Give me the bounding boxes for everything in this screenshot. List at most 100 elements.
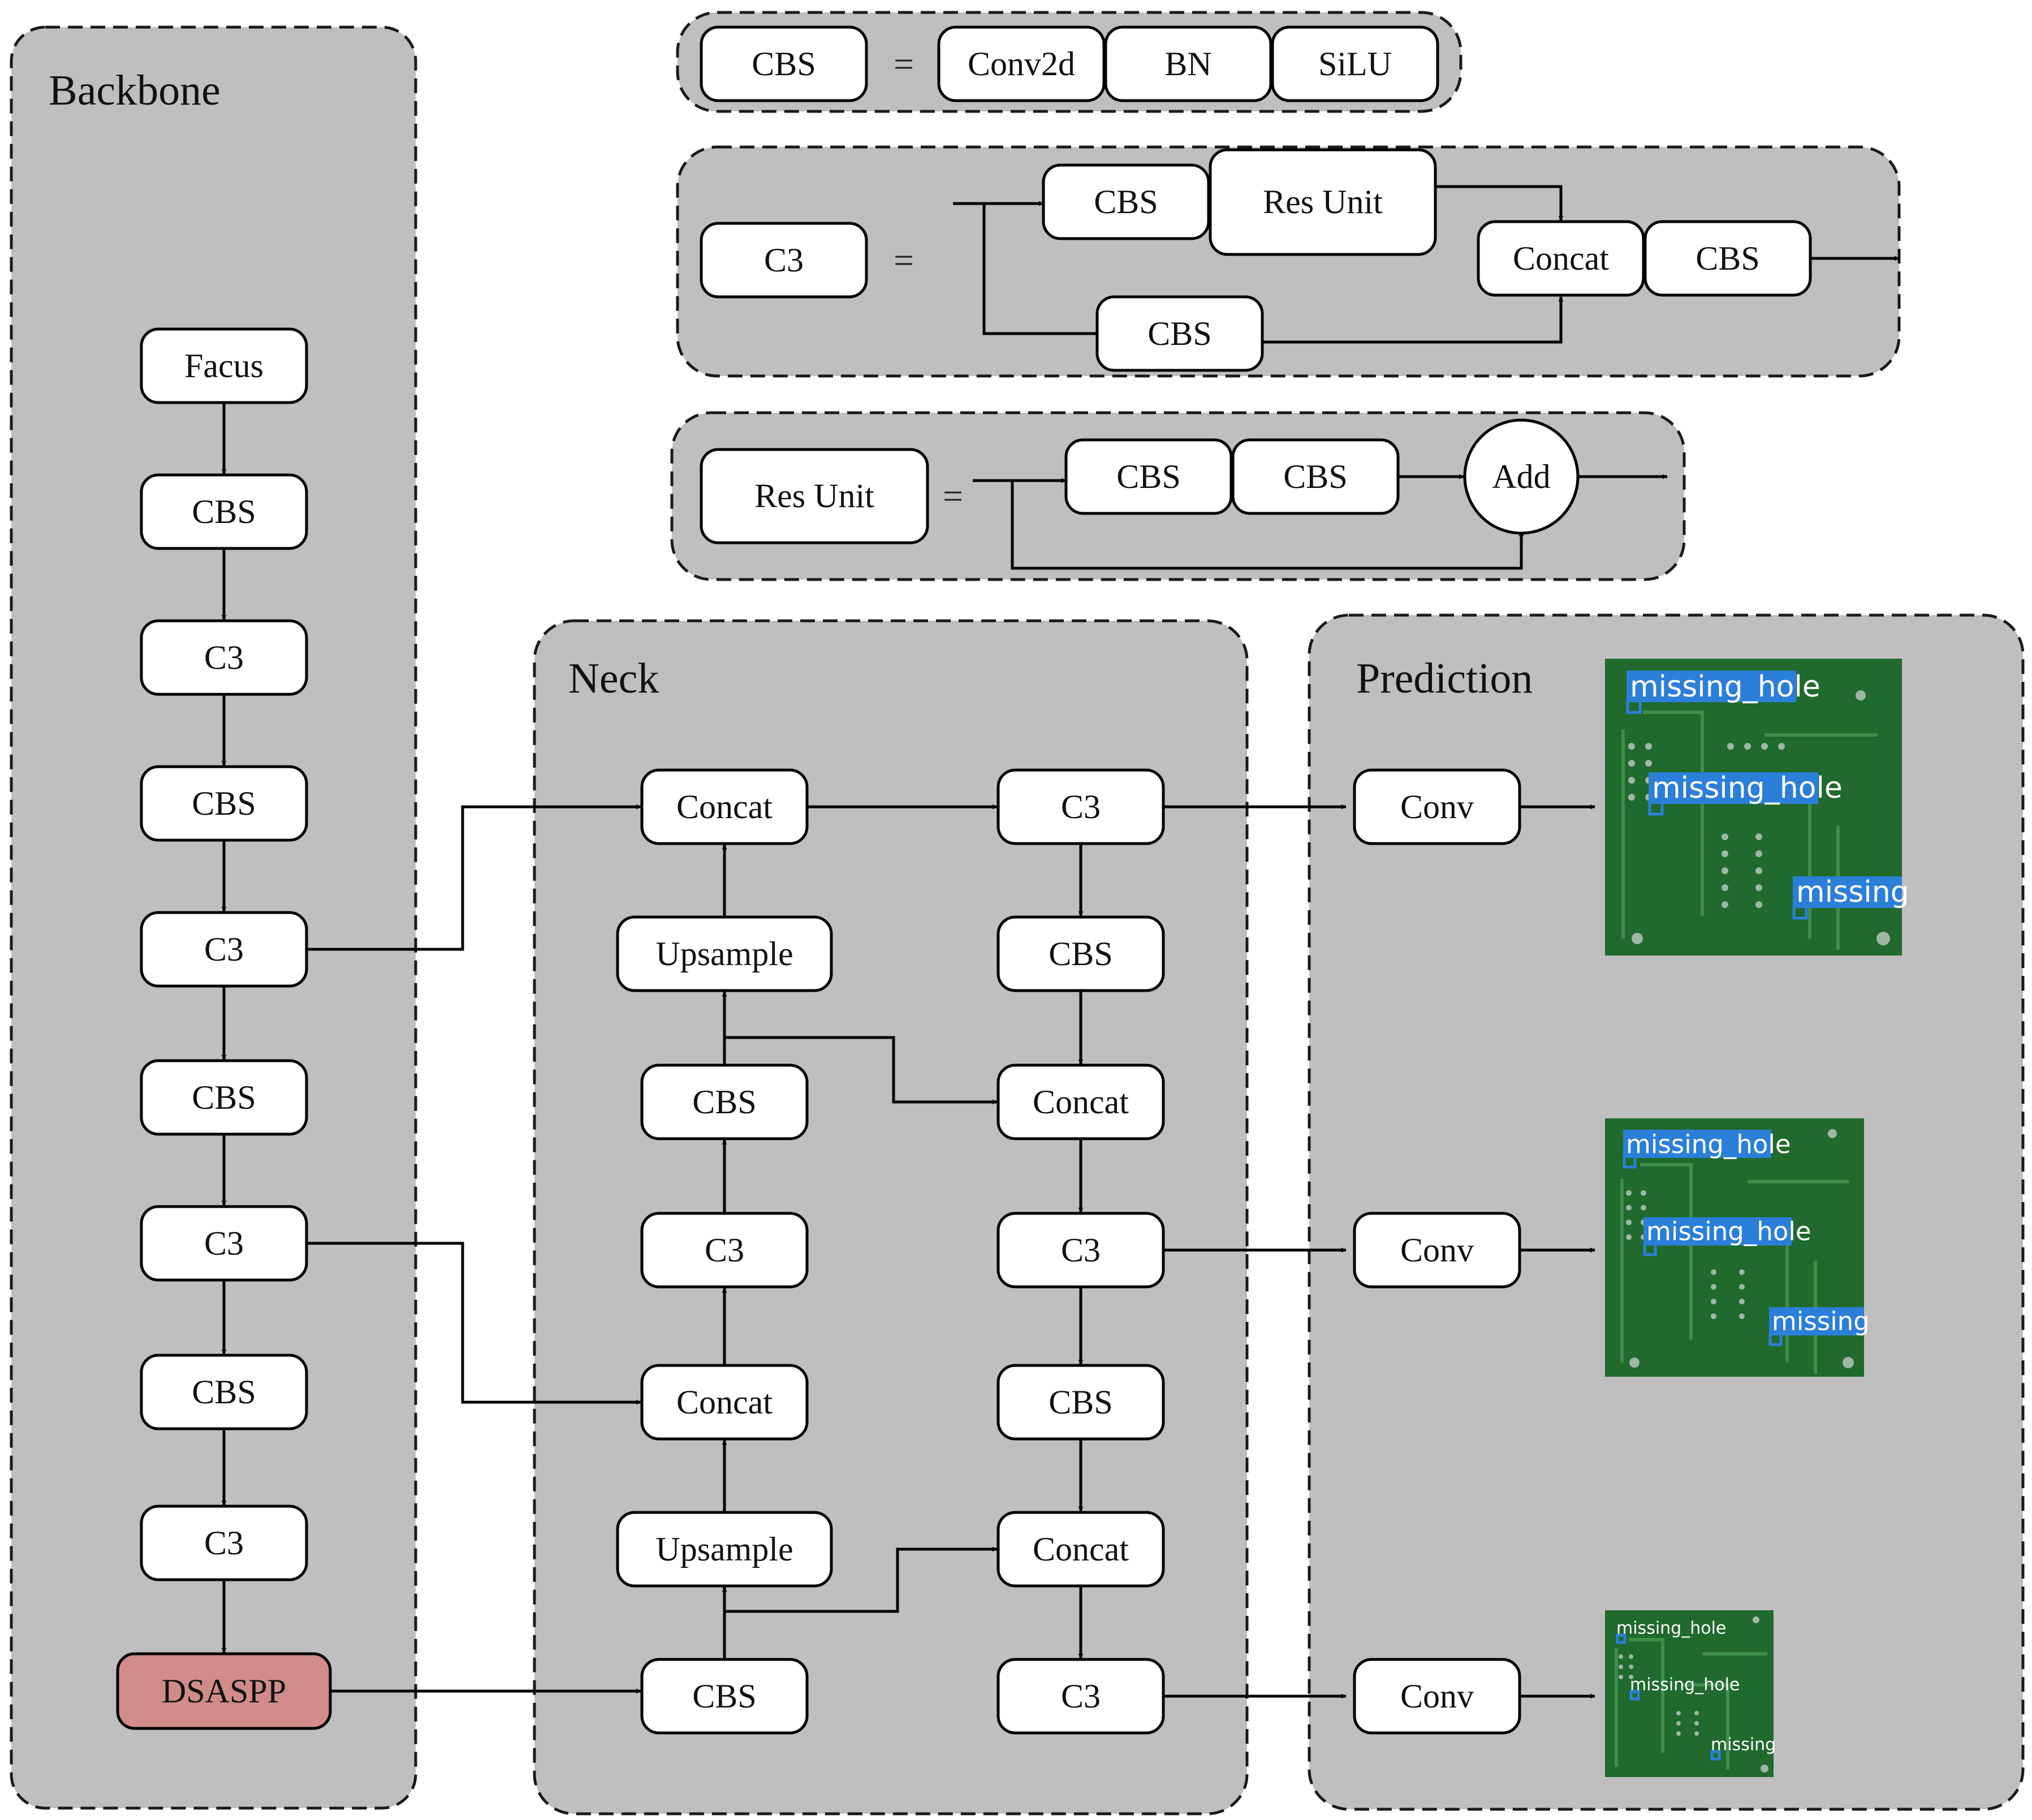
resunit-def-cbs2: CBS (1283, 458, 1347, 495)
detection-label-2a: missing_hole (1626, 1130, 1791, 1160)
neck-upsample-1: Upsample (655, 935, 793, 972)
detection-label-2c: missing (1772, 1307, 1870, 1337)
resunit-def-cbs1-box (1064, 438, 1233, 515)
prediction-conv-2: Conv (1400, 1231, 1474, 1269)
bn-label: BN (1164, 45, 1211, 83)
conv2d-label: Conv2d (968, 45, 1075, 83)
backbone-cbs-2: CBS (192, 785, 256, 822)
c3-def-resunit-box (1209, 148, 1437, 256)
neck-title: Neck (568, 655, 659, 702)
c3-def-cbs-top-box (1042, 163, 1210, 240)
pcb-pads-1 (1628, 690, 1890, 945)
c3-def-cbs-bottom: CBS (1147, 315, 1211, 352)
backbone-column: Facus CBS C3 CBS C3 CBS C3 CBS C3 DSASPP (116, 327, 332, 1730)
pcb-pads-2 (1626, 1129, 1854, 1368)
detection-box-2c (1768, 1332, 1783, 1346)
detection-label-3b: missing_hole (1630, 1675, 1740, 1695)
detection-box-2a (1623, 1155, 1637, 1169)
c3-def-bypass-line (982, 204, 1097, 335)
cbs-def-name: CBS (752, 45, 816, 83)
resunit-def-name: Res Unit (754, 477, 874, 515)
detection-label-1c: missing (1796, 875, 1909, 909)
detection-tag-1c (1793, 876, 1902, 908)
c3-definition: C3 = CBS Res Unit CBS Concat CBS (700, 148, 1900, 372)
backbone-c3-to-neck-concat-2-arrow (307, 1242, 641, 1405)
resunit-def-skip-arrow (1011, 481, 1524, 570)
neck-right-cbs-2: CBS (1049, 1384, 1112, 1421)
prediction-conv-1: Conv (1400, 788, 1474, 825)
c3-def-equals: = (894, 240, 914, 280)
neck-right-concat-1: Concat (1033, 1083, 1129, 1121)
c3-def-concat-box (1477, 220, 1645, 297)
pcb-detection-image-small: missing_hole missing_hole missing (1605, 1610, 1776, 1777)
pcb-traces-3 (1615, 1638, 1767, 1770)
bn-box (1104, 25, 1272, 102)
prediction-heads: Conv Conv Conv (1353, 768, 1595, 1735)
prediction-title: Prediction (1356, 655, 1533, 702)
conv2d-box (937, 25, 1106, 102)
detection-tag-2c (1769, 1307, 1864, 1335)
backbone-c3-to-neck-concat-1-arrow (307, 804, 641, 951)
detection-tag-1b (1649, 772, 1818, 804)
c3-def-name: C3 (764, 241, 804, 279)
neck-right-column: C3 CBS Concat C3 CBS Concat C3 (996, 768, 1165, 1735)
c3-def-resunit: Res Unit (1263, 183, 1383, 221)
resunit-def-cbs1: CBS (1116, 458, 1180, 495)
detection-tag-2a (1623, 1130, 1771, 1158)
cross-connections (307, 804, 1347, 1699)
detection-box-3a (1616, 1633, 1627, 1644)
detection-label-3a: missing_hole (1616, 1619, 1726, 1639)
silu-box (1271, 25, 1439, 102)
cbs-definition: CBS = Conv2d BN SiLU (700, 25, 1439, 102)
detection-label-1a: missing_hole (1630, 670, 1820, 704)
neck-right-cbs-1: CBS (1049, 935, 1112, 972)
backbone-c3-3: C3 (204, 1225, 244, 1262)
cbs-def-equals: = (894, 44, 914, 84)
neck-right-concat-2: Concat (1033, 1531, 1129, 1568)
neck-left-cbs-2: CBS (692, 1678, 756, 1715)
c3-def-name-box (700, 222, 868, 299)
c3-def-cbs-bottom-box (1095, 295, 1264, 372)
neck-left-c3: C3 (705, 1231, 744, 1269)
cbs-def-name-box (700, 25, 868, 102)
neck-left-column: Concat Upsample CBS C3 Concat Upsample C… (616, 768, 833, 1735)
backbone-c3-4: C3 (204, 1524, 244, 1562)
resunit-def-name-box (700, 448, 929, 544)
backbone-facus: Facus (184, 347, 264, 384)
neck-right-c3-1: C3 (1061, 788, 1101, 825)
resunit-definition: Res Unit = CBS CBS Add (700, 418, 1668, 570)
neck-left-concat-2: Concat (676, 1384, 773, 1421)
detection-label-3c: missing (1711, 1735, 1776, 1755)
neck-left-concat-1: Concat (676, 788, 773, 825)
backbone-cbs-1: CBS (192, 493, 256, 530)
pcb-detection-image-medium: missing_hole missing_hole missing (1605, 1118, 1870, 1377)
neck-right-c3-2: C3 (1061, 1231, 1101, 1269)
silu-label: SiLU (1318, 45, 1392, 83)
detection-box-3b (1629, 1690, 1640, 1701)
backbone-c3-1: C3 (204, 639, 244, 676)
resunit-def-add: Add (1492, 458, 1550, 495)
backbone-cbs-4: CBS (192, 1373, 256, 1411)
detection-label-2b: missing_hole (1646, 1217, 1811, 1247)
detection-tag-1a (1627, 671, 1796, 702)
detection-box-2b (1643, 1242, 1657, 1256)
prediction-conv-3: Conv (1400, 1678, 1474, 1715)
c3-def-concat: Concat (1513, 240, 1609, 277)
neck-cbs-to-right-concat-1-arrow (724, 1036, 998, 1105)
backbone-dsaspp: DSASPP (162, 1672, 286, 1710)
detection-tag-2b (1643, 1217, 1792, 1246)
c3-def-cbs-tail: CBS (1696, 240, 1759, 277)
c3-def-bottom-to-concat-arrow (1262, 296, 1564, 344)
neck-cbs-to-right-concat-2-arrow (724, 1546, 998, 1613)
neck-upsample-2: Upsample (655, 1531, 793, 1568)
backbone-cbs-3: CBS (192, 1079, 256, 1116)
c3-def-top-to-concat-arrow (1435, 185, 1564, 221)
detection-box-1c (1792, 904, 1808, 920)
detection-label-1b: missing_hole (1652, 771, 1843, 805)
backbone-c3-2: C3 (204, 931, 244, 968)
detection-box-1a (1626, 698, 1642, 714)
detection-box-3c (1710, 1750, 1721, 1761)
neck-right-c3-3: C3 (1061, 1678, 1101, 1715)
